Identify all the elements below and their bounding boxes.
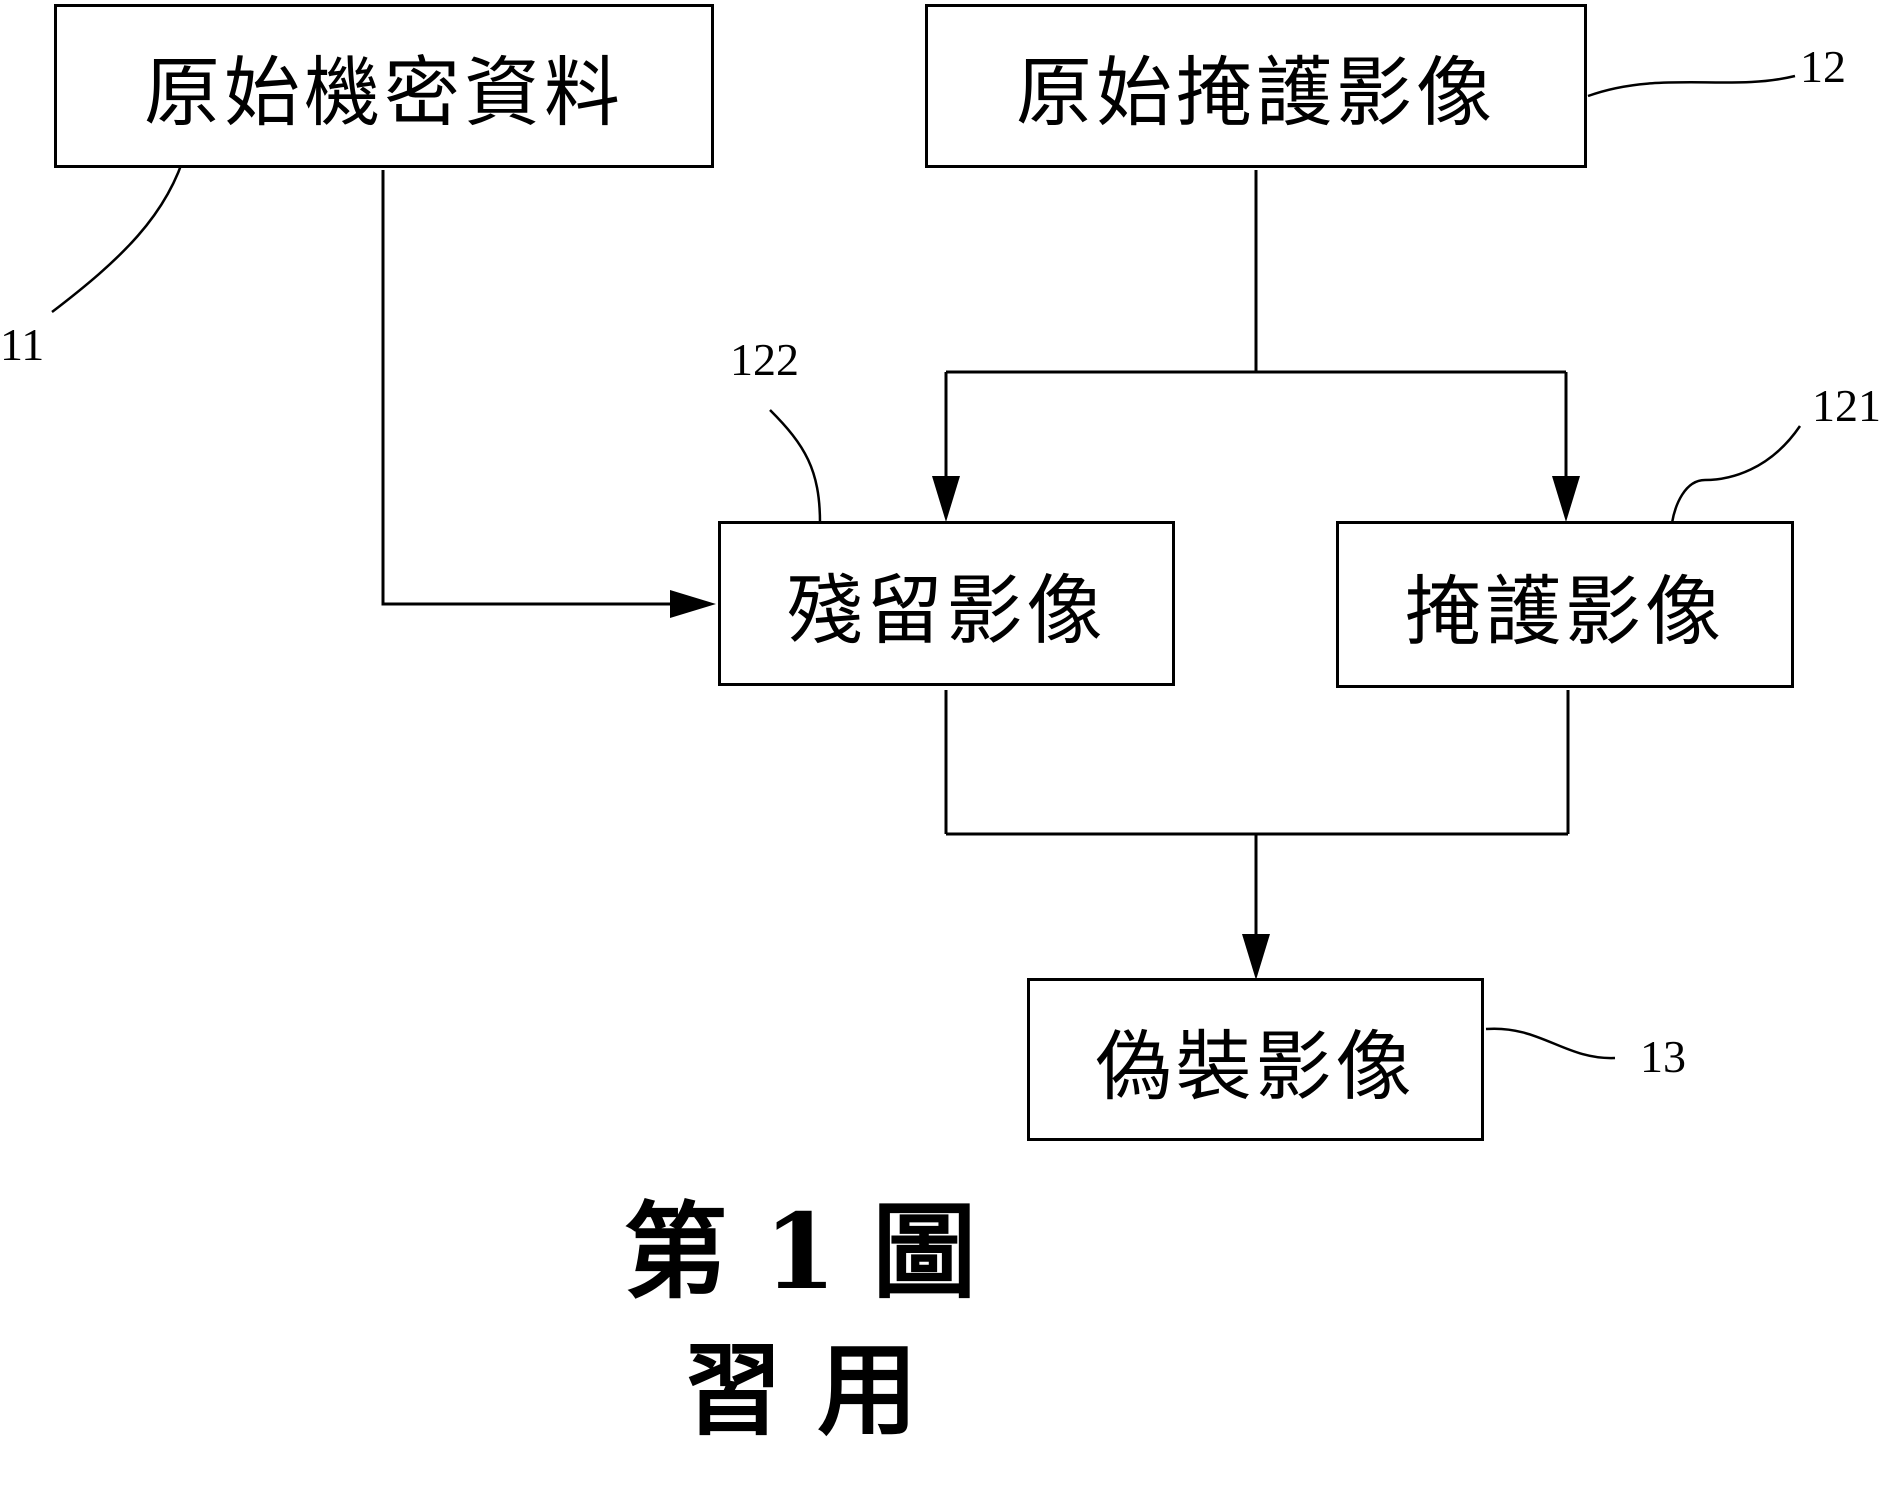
arrowhead-to-residual-top bbox=[932, 476, 960, 522]
box-disguised-image: 偽裝影像 bbox=[1027, 978, 1484, 1141]
ref-label-122: 122 bbox=[730, 334, 799, 385]
leader-line-122 bbox=[769, 409, 822, 524]
leader-line-12 bbox=[1587, 74, 1796, 98]
box-original-secret-data-label: 原始機密資料 bbox=[144, 48, 624, 137]
box-residual-image: 殘留影像 bbox=[718, 521, 1175, 686]
box-disguised-image-label: 偽裝影像 bbox=[1095, 1021, 1416, 1111]
ref-label-12: 12 bbox=[1800, 41, 1846, 92]
box-original-cover-image-label: 原始掩護影像 bbox=[1016, 48, 1496, 137]
leader-line-11 bbox=[51, 149, 188, 313]
box-cover-image: 掩護影像 bbox=[1336, 521, 1794, 688]
arrowhead-to-disguised-top bbox=[1242, 934, 1270, 980]
connector-secret-to-residual bbox=[381, 170, 676, 606]
figure-caption: 第 1 圖 bbox=[623, 1190, 977, 1313]
figure-subtitle: 習 用 bbox=[682, 1331, 918, 1449]
leader-line-13 bbox=[1485, 1027, 1616, 1060]
arrowhead-to-residual-left bbox=[670, 590, 716, 618]
arrowhead-to-cover-top bbox=[1552, 476, 1580, 522]
ref-label-13: 13 bbox=[1640, 1031, 1686, 1082]
box-residual-image-label: 殘留影像 bbox=[786, 565, 1107, 655]
ref-label-11: 11 bbox=[0, 319, 45, 370]
ref-label-121: 121 bbox=[1812, 380, 1881, 431]
box-cover-image-label: 掩護影像 bbox=[1405, 566, 1725, 656]
leader-line-121 bbox=[1670, 425, 1802, 524]
box-original-cover-image: 原始掩護影像 bbox=[925, 4, 1587, 168]
box-original-secret-data: 原始機密資料 bbox=[54, 4, 714, 168]
